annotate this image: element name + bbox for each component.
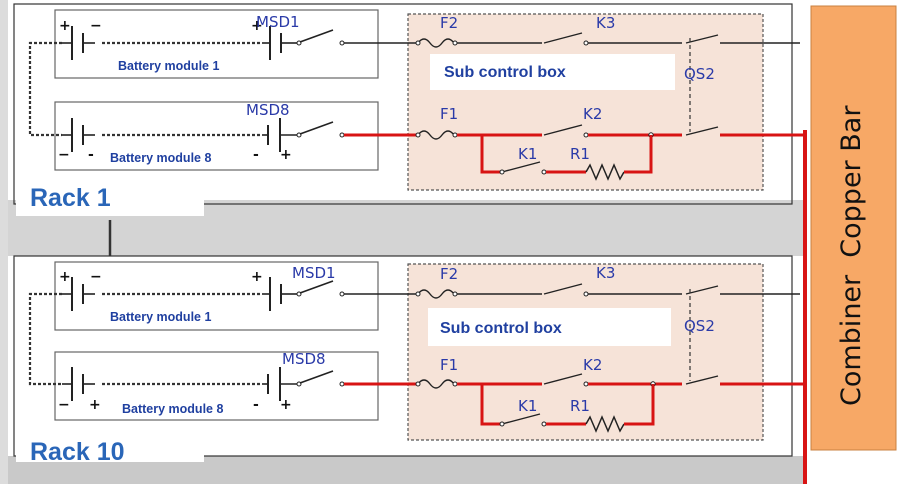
- svg-text:+: +: [280, 147, 292, 163]
- rack-1-frame: [13, 3, 793, 205]
- rack-1-msd-bottom-label: MSD8: [246, 101, 290, 119]
- rack-10-msd-top-label: MSD1: [292, 264, 336, 282]
- svg-text:−: −: [90, 18, 102, 34]
- rack-1-k3-label: K3: [596, 14, 615, 32]
- svg-text:-: -: [253, 397, 259, 413]
- rack-10-label: Rack 10: [30, 438, 125, 466]
- svg-text:+: +: [59, 269, 71, 285]
- rack-10-msd-bottom-label: MSD8: [282, 350, 326, 368]
- rack-10-f2-label: F2: [440, 265, 458, 283]
- rack-1-top-path: [344, 32, 800, 132]
- rack-10: Sub control box + − + − +: [13, 255, 805, 466]
- rack-1-k2-label: K2: [583, 105, 602, 123]
- rack-10-top-path: [344, 283, 800, 381]
- rack-1-label: Rack 1: [30, 184, 111, 212]
- combiner-copper-bar-label: Combiner Copper Bar: [836, 105, 867, 406]
- rack-10-battery-cell-bottom: − +: [58, 367, 101, 413]
- rack-10-module-bottom-box: [54, 351, 379, 421]
- svg-text:−: −: [58, 397, 70, 413]
- svg-text:+: +: [251, 269, 263, 285]
- svg-text:+: +: [251, 18, 263, 34]
- rack-1-battery-cell-top: + −: [59, 18, 102, 60]
- rack-1: Sub control box + − + − -: [13, 3, 805, 216]
- rack-1-qs2-label: QS2: [684, 65, 715, 83]
- rack-1-label-bg: [16, 174, 204, 216]
- svg-text:−: −: [90, 269, 102, 285]
- rack-10-module-bottom-label: Battery module 8: [122, 402, 223, 416]
- rack-10-f1-label: F1: [440, 356, 458, 374]
- rack-10-msd-top-switch: [281, 280, 345, 297]
- rack-1-module-top-label: Battery module 1: [118, 59, 219, 73]
- rack-1-module-bottom-label: Battery module 8: [110, 151, 211, 165]
- rack-1-msd-top-label: MSD1: [256, 13, 300, 31]
- rack-10-frame: [13, 255, 793, 457]
- svg-text:-: -: [88, 147, 94, 163]
- rack-10-power-path: [344, 373, 805, 433]
- left-edge-band: [0, 0, 8, 484]
- rack-1-msd-top-switch: [281, 29, 345, 46]
- rack-10-module-top-box: [54, 261, 379, 331]
- rack-1-battery-cell-bottom: − -: [58, 118, 95, 163]
- rack-10-k3-label: K3: [596, 264, 615, 282]
- rack-10-qs2-label: QS2: [684, 317, 715, 335]
- rack-1-sub-control-box: [407, 13, 764, 191]
- svg-text:+: +: [280, 397, 292, 413]
- rack-1-power-path: [344, 124, 805, 181]
- rack-10-series-link-left: [28, 292, 62, 386]
- rack-1-sub-box-label: Sub control box: [444, 64, 566, 81]
- rack-1-sub-label-bg: [430, 54, 675, 90]
- svg-text:+: +: [59, 18, 71, 34]
- rack-10-sub-label-bg: [428, 308, 671, 346]
- combiner-copper-bar: [810, 5, 897, 451]
- rack-10-k2-label: K2: [583, 356, 602, 374]
- rack-10-msd-bottom-switch: [280, 370, 345, 387]
- rack-1-msd-bottom-switch: [280, 121, 345, 138]
- rack-10-sub-box-label: Sub control box: [440, 320, 562, 337]
- rack-10-battery-cell-top: + −: [59, 269, 102, 311]
- rack-1-k1-label: K1: [518, 145, 537, 163]
- rack-1-f1-label: F1: [440, 105, 458, 123]
- svg-text:−: −: [58, 147, 70, 163]
- rack-10-k1-label: K1: [518, 397, 537, 415]
- svg-text:+: +: [89, 397, 101, 413]
- rack-1-f2-label: F2: [440, 14, 458, 32]
- rack-1-r1-label: R1: [570, 145, 590, 163]
- rack-10-label-bg: [16, 428, 204, 462]
- rack-10-module-top-label: Battery module 1: [110, 310, 211, 324]
- rack-10-r1-label: R1: [570, 397, 590, 415]
- rack-1-series-link-left: [28, 41, 62, 137]
- svg-text:-: -: [253, 147, 259, 163]
